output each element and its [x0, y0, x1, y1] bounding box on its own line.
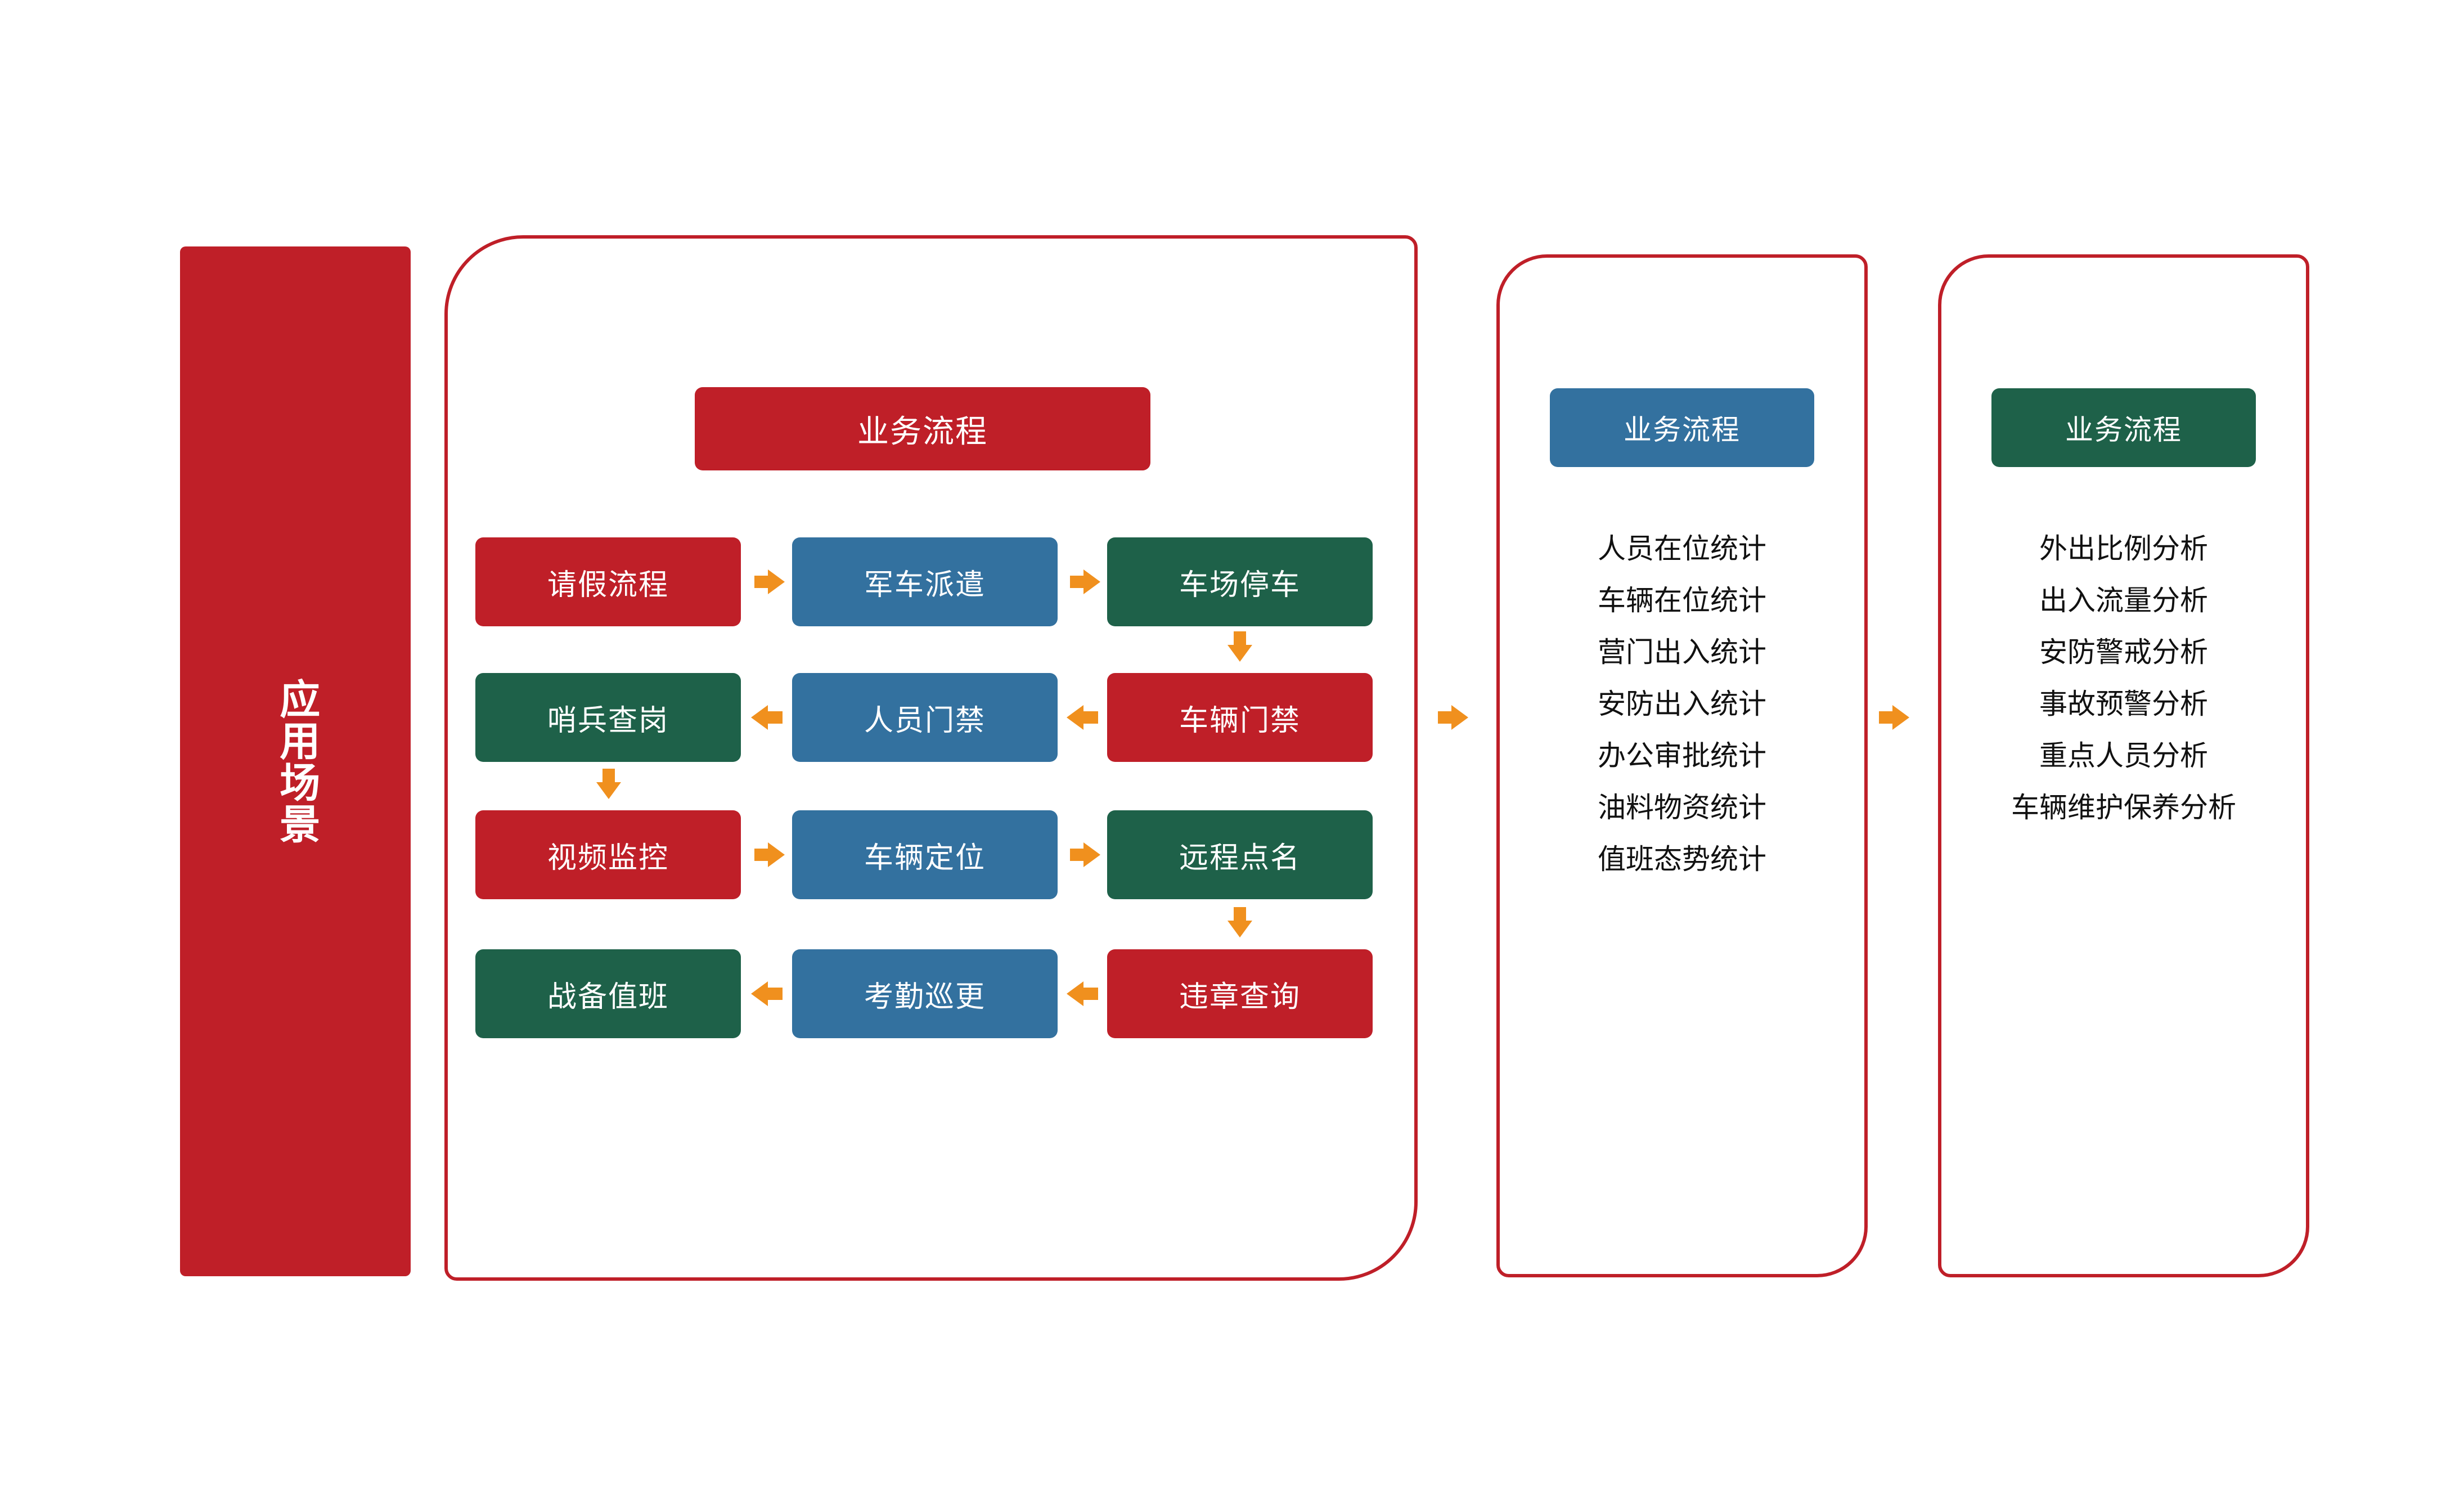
arrow-shaft [1438, 711, 1453, 724]
application-scenario-label: 应用场景 [273, 678, 318, 845]
flow-chip-qingjia-liucheng[interactable]: 请假流程 [475, 537, 741, 626]
arrow-shaft [754, 849, 769, 861]
list-item[interactable]: 重点人员分析 [2039, 740, 2208, 771]
statistics-item-list: 人员在位统计 车辆在位统计 营门出入统计 安防出入统计 办公审批统计 油料物资统… [1496, 535, 1868, 897]
arrow-shaft [754, 576, 769, 588]
arrow-head [1227, 645, 1252, 662]
flow-chip-kaoqin-xungeng[interactable]: 考勤巡更 [792, 949, 1058, 1038]
arrow-shaft [1083, 988, 1098, 1000]
arrow-shaft [1070, 849, 1085, 861]
arrow-shaft [768, 988, 783, 1000]
arrow-head [751, 705, 768, 730]
arrow-head [1227, 921, 1252, 937]
flow-chip-junche-paiqian[interactable]: 军车派遣 [792, 537, 1058, 626]
flow-chip-cheliang-dingwei[interactable]: 车辆定位 [792, 810, 1058, 899]
arrow-head [768, 842, 785, 867]
arrow-shaft [1234, 631, 1246, 646]
list-item[interactable]: 车辆维护保养分析 [2011, 792, 2236, 823]
list-item[interactable]: 营门出入统计 [1598, 636, 1766, 668]
arrow-head [596, 782, 621, 799]
arrow-head [1067, 981, 1083, 1006]
flow-chip-chechang-tingche[interactable]: 车场停车 [1107, 537, 1373, 626]
flow-chip-shipin-jiankong[interactable]: 视频监控 [475, 810, 741, 899]
list-item[interactable]: 出入流量分析 [2039, 585, 2208, 616]
arrow-head [1892, 705, 1909, 730]
flow-chip-weizhang-chaxun[interactable]: 违章查询 [1107, 949, 1373, 1038]
list-item[interactable]: 办公审批统计 [1598, 740, 1766, 771]
arrow-head [1083, 569, 1100, 594]
list-item[interactable]: 事故预警分析 [2039, 688, 2208, 720]
list-item[interactable]: 油料物资统计 [1598, 792, 1766, 823]
arrow-shaft [602, 769, 615, 783]
list-item[interactable]: 人员在位统计 [1598, 533, 1766, 564]
analysis-item-list: 外出比例分析 出入流量分析 安防警戒分析 事故预警分析 重点人员分析 车辆维护保… [1938, 535, 2309, 845]
list-item[interactable]: 安防警戒分析 [2039, 636, 2208, 668]
list-item[interactable]: 外出比例分析 [2039, 533, 2208, 564]
flow-chip-shaobing-chagang[interactable]: 哨兵查岗 [475, 673, 741, 762]
arrow-shaft [768, 711, 783, 724]
analysis-panel-header: 业务流程 [1991, 388, 2256, 467]
flow-chip-yuancheng-dianming[interactable]: 远程点名 [1107, 810, 1373, 899]
arrow-head [768, 569, 785, 594]
list-item[interactable]: 安防出入统计 [1598, 688, 1766, 720]
list-item[interactable]: 车辆在位统计 [1598, 585, 1766, 616]
arrow-head [1451, 705, 1468, 730]
arrow-shaft [1879, 711, 1894, 724]
arrow-head [1083, 842, 1100, 867]
arrow-shaft [1070, 576, 1085, 588]
arrow-head [1067, 705, 1083, 730]
flow-chip-zhanbei-zhiban[interactable]: 战备值班 [475, 949, 741, 1038]
business-flow-header: 业务流程 [695, 387, 1150, 470]
list-item[interactable]: 值班态势统计 [1598, 844, 1766, 875]
flow-chip-renyuan-menjin[interactable]: 人员门禁 [792, 673, 1058, 762]
arrow-shaft [1083, 711, 1098, 724]
arrow-shaft [1234, 907, 1246, 922]
statistics-panel-header: 业务流程 [1550, 388, 1814, 467]
application-scenario-banner: 应用场景 [180, 246, 411, 1276]
flow-chip-cheliang-menjin[interactable]: 车辆门禁 [1107, 673, 1373, 762]
arrow-head [751, 981, 768, 1006]
